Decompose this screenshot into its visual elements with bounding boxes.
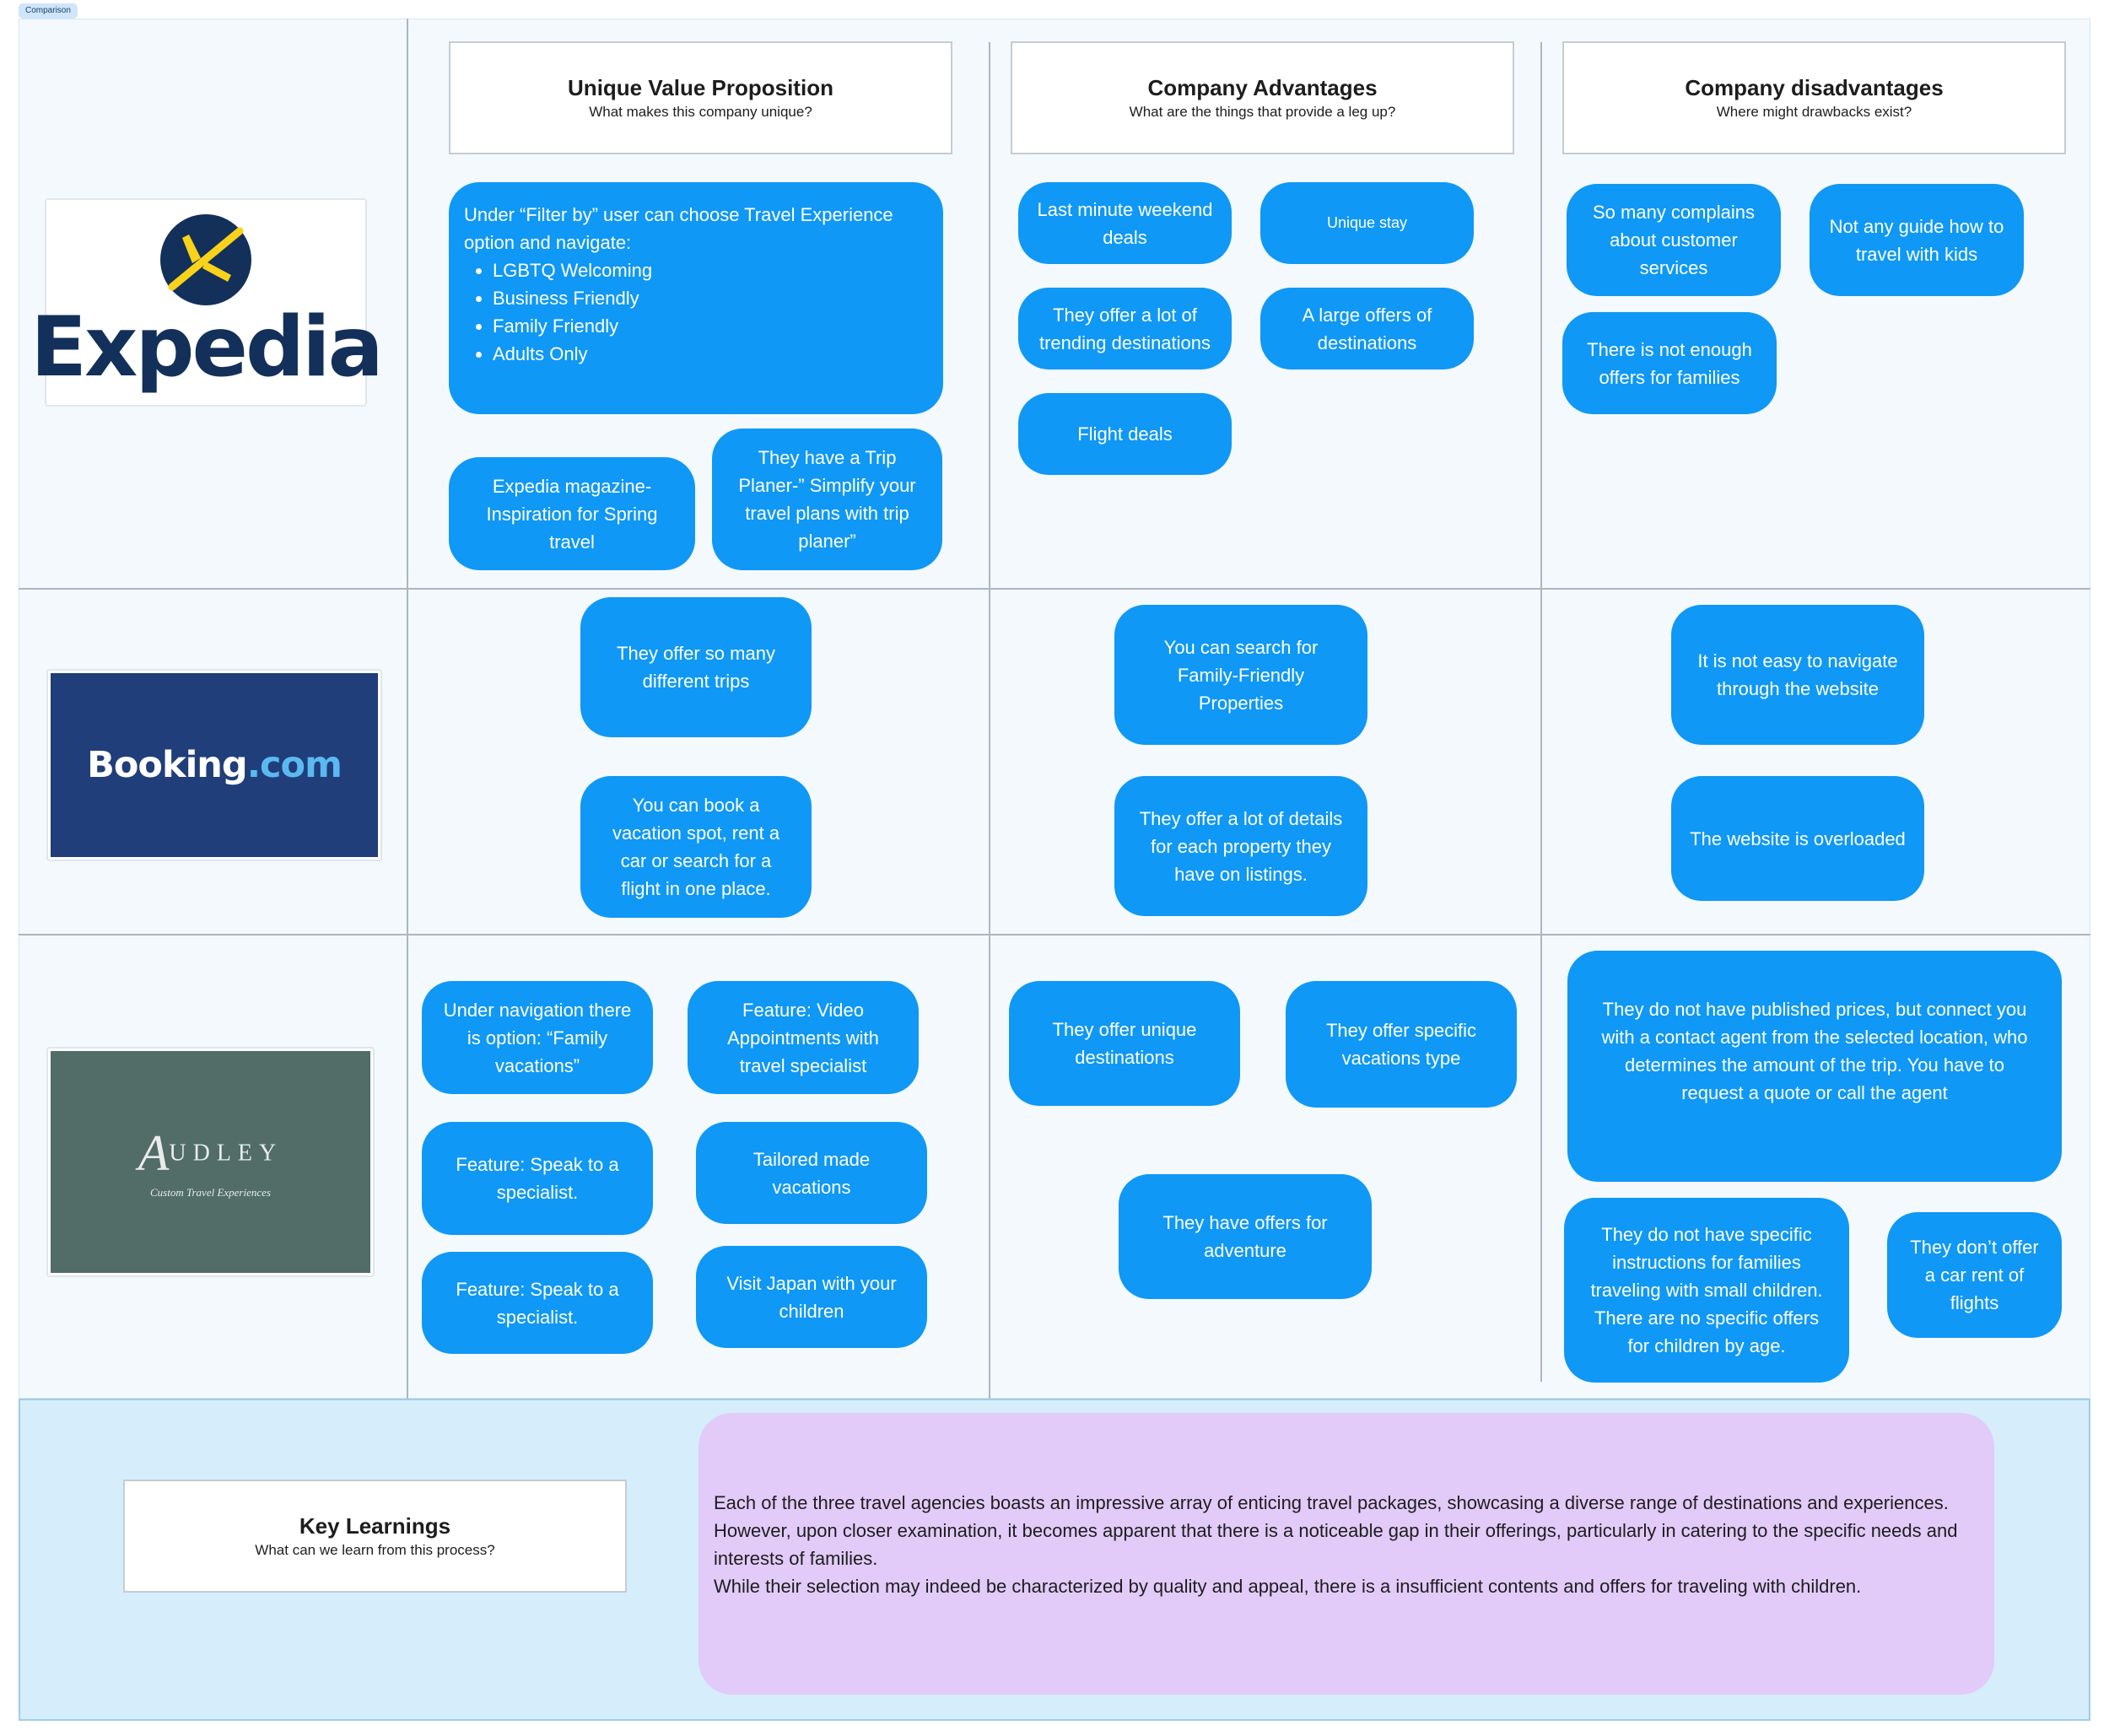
audley-no-car-note[interactable]: They don’t offer a car rent of flights: [1887, 1212, 2062, 1338]
expedia-trip-planner-note[interactable]: They have a Trip Planer-” Simplify your …: [712, 429, 942, 570]
audley-specific-types-note[interactable]: They offer specific vacations type: [1286, 981, 1517, 1108]
audley-family-vacations-note[interactable]: Under navigation there is option: “Famil…: [422, 981, 653, 1094]
audley-speak-specialist-note[interactable]: Feature: Speak to a specialist.: [422, 1122, 653, 1235]
list-item: LGBTQ Welcoming: [493, 256, 928, 284]
learning-paragraph: However, upon closer examination, it bec…: [714, 1520, 1958, 1569]
column-header-disadvantages[interactable]: Company disadvantages Where might drawba…: [1562, 41, 2066, 154]
filter-note-intro: Under “Filter by” user can choose Travel…: [464, 204, 893, 253]
audley-tailored-note[interactable]: Tailored made vacations: [696, 1122, 927, 1224]
column-subtitle: What makes this company unique?: [589, 104, 812, 120]
audley-logo[interactable]: AUDLEY Custom Travel Experiences: [46, 1047, 375, 1277]
booking-navigate-note[interactable]: It is not easy to navigate through the w…: [1671, 605, 1924, 745]
audley-wordmark: AUDLEY: [138, 1124, 283, 1183]
column-subtitle: Where might drawbacks exist?: [1716, 104, 1912, 120]
expedia-no-guide-note[interactable]: Not any guide how to travel with kids: [1810, 184, 2024, 296]
expedia-unique-stay-note[interactable]: Unique stay: [1260, 182, 1474, 264]
column-header-uvp[interactable]: Unique Value Proposition What makes this…: [449, 41, 952, 154]
audley-name: UDLEY: [169, 1140, 283, 1167]
list-item: Family Friendly: [493, 312, 928, 340]
column-subtitle: What are the things that provide a leg u…: [1129, 104, 1396, 120]
column-header-advantages[interactable]: Company Advantages What are the things t…: [1011, 41, 1514, 154]
audley-initial: A: [138, 1125, 170, 1181]
expedia-trending-note[interactable]: They offer a lot of trending destination…: [1018, 288, 1232, 369]
audley-adventure-note[interactable]: They have offers for adventure: [1119, 1174, 1372, 1299]
booking-many-trips-note[interactable]: They offer so many different trips: [580, 597, 812, 737]
grid-divider: [989, 42, 990, 1399]
key-learnings-title: Key Learnings: [299, 1513, 451, 1539]
expedia-filter-note[interactable]: Under “Filter by” user can choose Travel…: [449, 182, 943, 414]
audley-logo-panel: AUDLEY Custom Travel Experiences: [51, 1051, 370, 1273]
expedia-magazine-note[interactable]: Expedia magazine- Inspiration for Spring…: [449, 457, 695, 570]
column-title: Company disadvantages: [1685, 75, 1944, 100]
grid-divider: [19, 934, 2090, 935]
audley-no-prices-note[interactable]: They do not have published prices, but c…: [1567, 951, 2062, 1182]
booking-overloaded-note[interactable]: The website is overloaded: [1671, 776, 1924, 901]
column-title: Unique Value Proposition: [568, 75, 833, 100]
list-item: Business Friendly: [493, 284, 928, 312]
learning-paragraph: Each of the three travel agencies boasts…: [714, 1492, 1949, 1513]
column-title: Company Advantages: [1147, 75, 1378, 100]
booking-one-place-note[interactable]: You can book a vacation spot, rent a car…: [580, 776, 812, 918]
grid-divider: [19, 588, 2090, 590]
filter-options-list: LGBTQ Welcoming Business Friendly Family…: [464, 256, 928, 368]
filter-note-content: Under “Filter by” user can choose Travel…: [464, 201, 928, 368]
booking-family-search-note[interactable]: You can search for Family-Friendly Prope…: [1114, 605, 1367, 745]
booking-logo[interactable]: Booking.com: [46, 669, 382, 861]
grid-divider: [1540, 42, 1542, 1382]
audley-japan-note[interactable]: Visit Japan with your children: [696, 1246, 927, 1348]
list-item: Adults Only: [493, 340, 928, 368]
booking-logo-panel: Booking.com: [51, 673, 378, 857]
audley-no-instructions-note[interactable]: They do not have specific instructions f…: [1564, 1198, 1849, 1383]
booking-wordmark: Booking.com: [87, 744, 343, 786]
grid-divider: [407, 19, 408, 1399]
booking-details-note[interactable]: They offer a lot of details for each pro…: [1114, 776, 1367, 916]
plane-icon: [159, 213, 253, 307]
frame-label[interactable]: Comparison: [19, 3, 78, 19]
expedia-not-enough-note[interactable]: There is not enough offers for families: [1562, 312, 1777, 414]
expedia-logo[interactable]: Expedia: [30, 198, 384, 407]
key-learnings-header[interactable]: Key Learnings What can we learn from thi…: [123, 1480, 627, 1593]
learning-paragraph: While their selection may indeed be char…: [714, 1576, 1862, 1597]
audley-tagline: Custom Travel Experiences: [150, 1186, 271, 1199]
expedia-complains-note[interactable]: So many complains about customer service…: [1567, 184, 1781, 296]
key-learnings-note[interactable]: Each of the three travel agencies boasts…: [699, 1413, 1994, 1695]
audley-video-note[interactable]: Feature: Video Appointments with travel …: [688, 981, 919, 1094]
expedia-large-offers-note[interactable]: A large offers of destinations: [1260, 288, 1474, 369]
booking-wordmark-domain: .com: [246, 744, 343, 786]
expedia-last-minute-note[interactable]: Last minute weekend deals: [1018, 182, 1232, 264]
booking-wordmark-part: Booking: [87, 744, 248, 786]
audley-unique-destinations-note[interactable]: They offer unique destinations: [1009, 981, 1240, 1106]
key-learnings-subtitle: What can we learn from this process?: [255, 1542, 495, 1558]
expedia-flight-deals-note[interactable]: Flight deals: [1018, 393, 1232, 475]
expedia-wordmark: Expedia: [30, 299, 384, 396]
audley-speak-specialist-note[interactable]: Feature: Speak to a specialist.: [422, 1252, 653, 1354]
